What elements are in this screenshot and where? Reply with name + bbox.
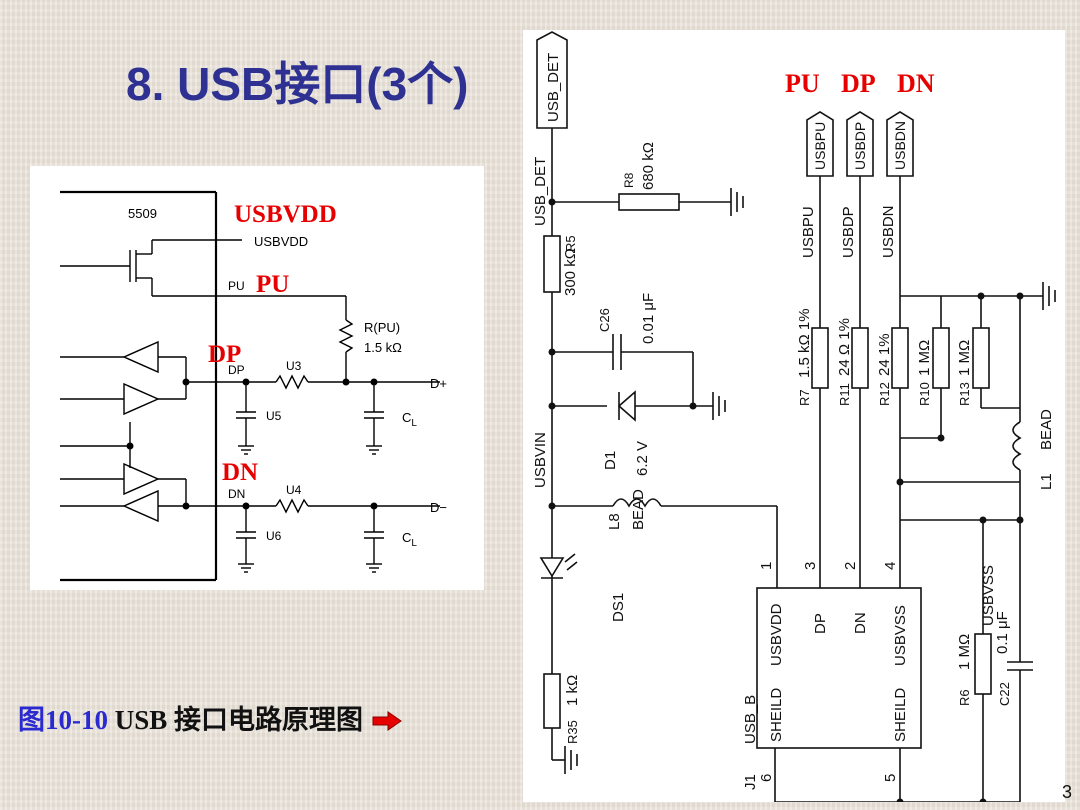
r12-value: 24 1% [876,333,893,376]
r11-value: 24 Ω 1% [836,318,853,376]
slide-title: 8. USB接口(3个) [126,58,469,110]
l1-value: BEAD [1038,409,1055,450]
r35-value: 1 kΩ [564,675,581,706]
r13-name: R13 [957,382,972,406]
red-dn-label: DN [222,459,258,486]
pin5-label: 5 [882,774,899,782]
usbdn-port-label: USBDN [892,121,908,170]
pin-usbvss-label: USBVSS [892,605,909,666]
connector-name: USB_B [742,695,759,744]
pin-sheild-right: SHEILD [892,688,909,742]
usbpu-port-label: USBPU [812,122,828,170]
usbdn-net-label: USBDN [880,205,897,258]
page-number: 3 [1061,782,1072,802]
r5-value: 300 kΩ [562,248,579,296]
header-dn-label: DN [897,69,935,98]
l1-name: L1 [1038,473,1055,490]
caption-prefix: 图10-10 [18,705,108,735]
dn-pin-label: DN [228,487,245,501]
usbvss-net-label: USBVSS [980,565,997,626]
usbpu-net-label: USBPU [800,206,817,258]
pin-usbvdd-label: USBVDD [768,603,785,666]
c26-value: 0.01 μF [640,293,657,344]
l8-name: L8 [606,513,623,530]
red-pu-label: PU [256,271,289,298]
r10-value: 1 MΩ [916,340,933,376]
chip-label: 5509 [128,206,157,221]
usbdp-net-label: USBDP [840,206,857,258]
header-pu-label: PU [785,69,820,98]
red-right-arrow-icon[interactable] [372,707,402,738]
pin-sheild-left: SHEILD [768,688,785,742]
d1-value: 6.2 V [634,441,651,476]
c22-value: 0.1 μF [994,611,1011,654]
header-dp-label: DP [841,69,876,98]
pin-dn-label: DN [852,612,869,634]
usb-block-diagram: 5509 USBVDD PU DP DN R(PU) 1.5 kΩ U3 U4 … [30,166,484,590]
c26-name: C26 [597,308,612,332]
rpu-value: 1.5 kΩ [364,340,402,355]
c22-name: C22 [997,682,1012,706]
usbvdd-pin-label: USBVDD [254,234,308,249]
r7-value: 1.5 kΩ 1% [796,308,813,378]
ds1-name: DS1 [610,593,627,622]
r11-name: R11 [837,383,852,406]
usb-det-port-label: USB_DET [545,53,562,122]
pin1-label: 1 [758,562,775,570]
pin-dp-label: DP [812,613,829,634]
figure-caption: 图10-10 USB 接口电路原理图 [18,698,402,738]
cl-label-dn: CL [402,530,417,549]
usb-interface-schematic: PU DP DN USB_DET USB_DET R8 680 kΩ 300 k… [523,30,1065,806]
pu-pin-label: PU [228,279,245,293]
r13-value: 1 MΩ [956,340,973,376]
usbdp-port-label: USBDP [852,122,868,170]
u4-label: U4 [286,483,302,497]
pin2-label: 2 [842,562,859,570]
dplus-label: D+ [430,376,447,391]
rpu-label: R(PU) [364,320,400,335]
pin3-label: 3 [802,562,819,570]
dminus-label: D− [430,500,447,515]
u6-label: U6 [266,529,282,543]
dp-pin-label: DP [228,363,245,377]
r6-name: R6 [957,689,972,706]
usb-det-net-label: USB_DET [532,157,549,226]
r8-value: 680 kΩ [640,142,657,190]
r10-name: R10 [917,382,932,406]
u3-label: U3 [286,359,302,373]
cl-label-dp: CL [402,410,417,429]
d1-name: D1 [602,451,619,470]
l8-value: BEAD [630,489,647,530]
r7-name: R7 [797,389,812,406]
pin4-label: 4 [882,562,899,570]
u5-label: U5 [266,409,282,423]
r6-value: 1 MΩ [956,634,973,670]
r5-name: R5 [563,235,578,252]
r8-name: R8 [622,172,636,188]
j1-name: J1 [742,774,759,790]
pin6-label: 6 [758,774,775,782]
red-usbvdd-label: USBVDD [234,201,337,228]
r12-name: R12 [877,382,892,406]
caption-text: USB 接口电路原理图 [108,705,364,735]
red-dp-label: DP [208,341,241,368]
r35-name: R35 [565,720,580,744]
usbvin-net-label: USBVIN [532,432,549,488]
